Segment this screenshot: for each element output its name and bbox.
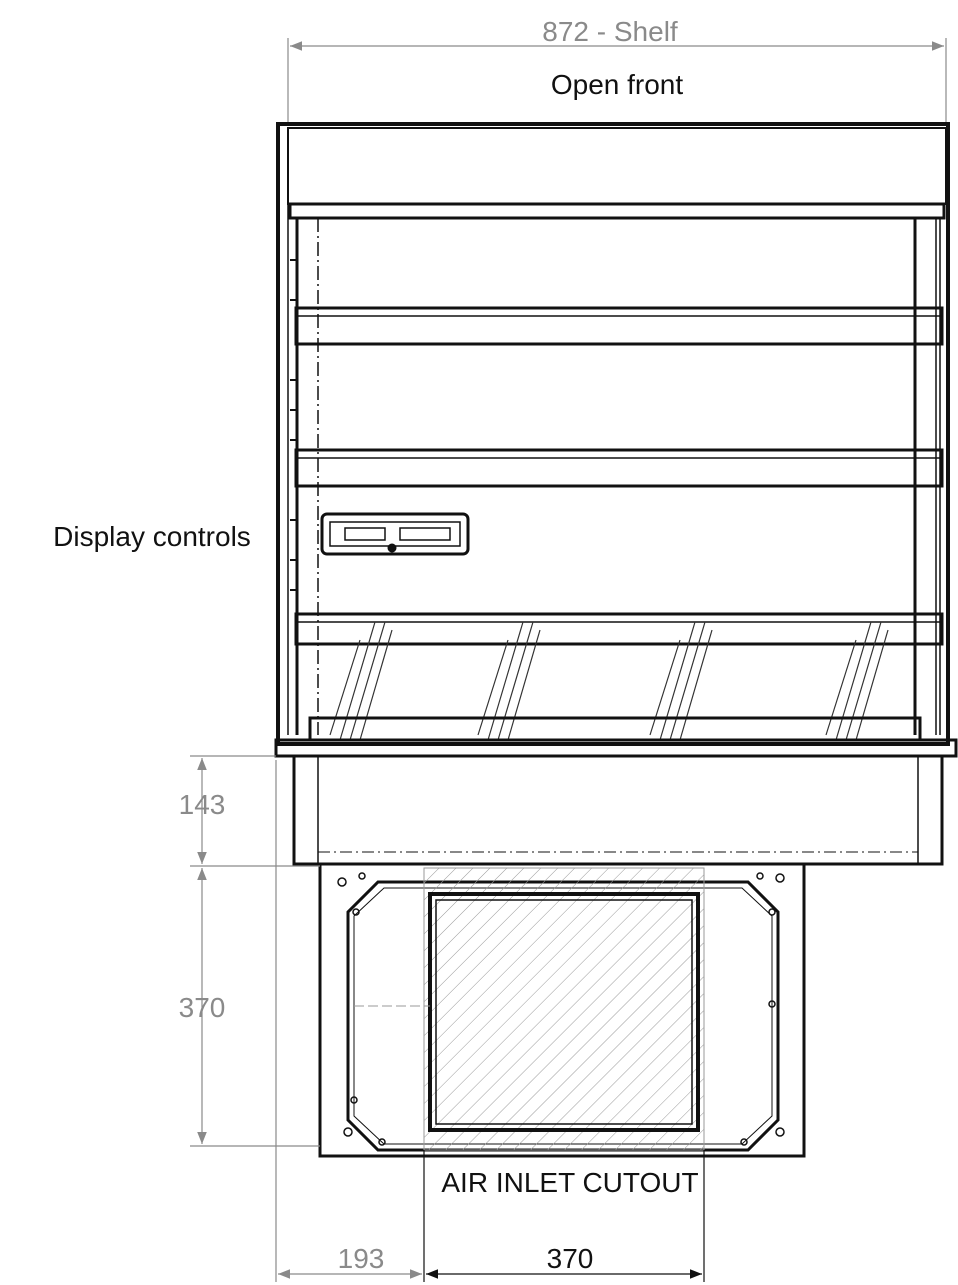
display-controls-label: Display controls [53, 521, 251, 552]
air-inlet-cutout-area [423, 867, 705, 1151]
cabinet-outline [276, 122, 950, 746]
shelf-1 [294, 306, 944, 346]
dim-cutout-width-label: 370 [547, 1243, 594, 1274]
cutout-inner-frame [428, 892, 700, 1132]
mounting-holes [337, 872, 785, 1146]
glass-reflection-marks [329, 621, 889, 741]
dim-cutout-height [190, 868, 320, 1147]
shelf-2 [294, 448, 944, 488]
deck-plate [274, 716, 958, 758]
dim-shelf-width [287, 38, 947, 122]
shelf-3 [294, 612, 944, 646]
dim-base-height-label: 143 [179, 789, 226, 820]
display-controller-unit [320, 512, 470, 556]
plinth [292, 754, 944, 866]
dim-base-height [190, 755, 320, 867]
air-inlet-cutout-label: AIR INLET CUTOUT [441, 1167, 698, 1198]
dim-shelf-width-label: 872 - Shelf [542, 16, 678, 47]
open-front-label: Open front [551, 69, 684, 100]
dim-left-offset-label: 193 [338, 1243, 385, 1274]
wall-rivets-left [290, 259, 296, 591]
dim-cutout-height-label: 370 [179, 992, 226, 1023]
dim-bottom [275, 760, 705, 1282]
